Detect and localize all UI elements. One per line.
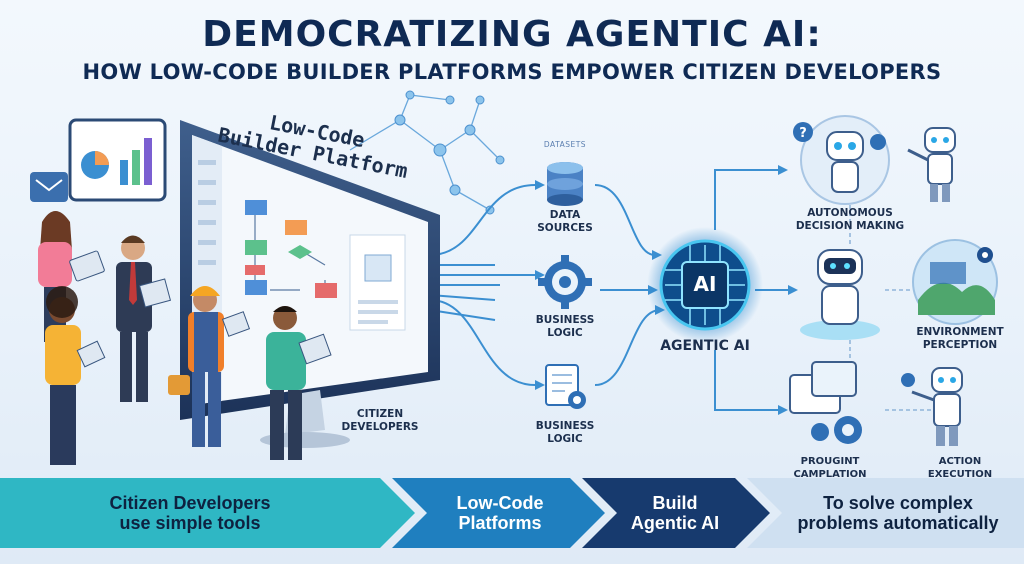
capability-label-autonomous: AUTONOMOUS DECISION MAKING <box>795 207 905 232</box>
database-icon <box>547 162 583 206</box>
robot-question-icon: ? <box>793 115 890 205</box>
ai-chip-icon <box>647 227 763 343</box>
platform-monitor <box>180 120 440 448</box>
mail-icon <box>30 172 68 202</box>
gear-icon <box>538 255 592 309</box>
core-connectors <box>594 184 661 386</box>
network-nodes <box>394 90 505 215</box>
datasets-label: DATASETS <box>543 140 587 149</box>
document-gear-icon <box>545 364 586 409</box>
agentic-ai-label: AGENTIC AI <box>660 338 750 354</box>
subtitle: HOW LOW-CODE BUILDER PLATFORMS EMPOWER C… <box>82 60 942 84</box>
input-connectors <box>429 184 536 386</box>
flow-step-build: Build Agentic AI <box>630 493 720 533</box>
svg-text:?: ? <box>799 126 807 141</box>
flow-step-solve: To solve complex problems automatically <box>797 493 999 533</box>
citizen-developer-group <box>38 211 332 465</box>
citizen-developers-label: CITIZEN DEVELOPERS <box>341 408 419 433</box>
capability-label-action: ACTION EXECUTION <box>927 456 993 480</box>
input-connector-arrows <box>535 180 545 390</box>
center-robot-icon <box>800 249 880 340</box>
input-label-data-sources: DATA SOURCES <box>537 209 593 234</box>
chart-tablet <box>68 118 167 202</box>
waving-robot-icon <box>907 127 956 202</box>
screens-gear-icon <box>789 361 862 444</box>
flow-step-citizen: Citizen Developers use simple tools <box>109 493 271 533</box>
flow-arrows <box>0 478 1024 548</box>
capability-label-perception: ENVIRONMENT PERCEPTION <box>916 326 1004 351</box>
dashed-links <box>849 205 935 411</box>
flow-step-platforms: Low-Code Platforms <box>456 493 544 533</box>
landscape-eye-icon <box>912 239 998 325</box>
robot-arm-icon <box>901 367 963 446</box>
main-title: DEMOCRATIZING AGENTIC AI: <box>202 14 822 55</box>
input-label-business-logic-1: BUSINESS LOGIC <box>535 314 595 339</box>
capability-label-prougint: PROUGINT CAMPLATION <box>793 456 867 480</box>
ai-chip-text: AI <box>693 272 717 296</box>
input-label-business-logic-2: BUSINESS LOGIC <box>535 420 595 445</box>
